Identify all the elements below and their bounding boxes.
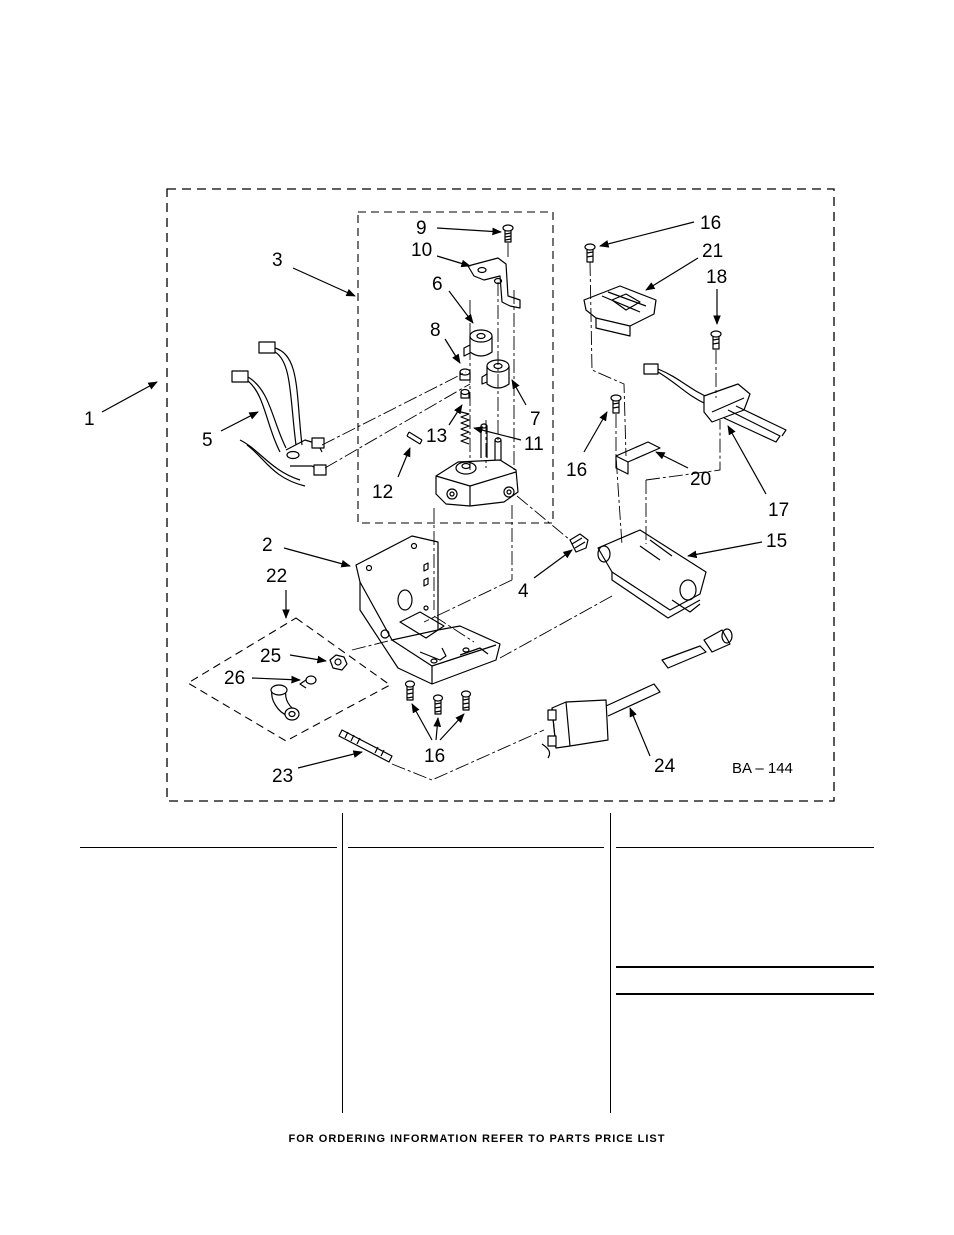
callout-6: 6 [432,274,443,295]
igniter-17-icon [643,363,787,443]
callout-25: 25 [260,646,281,667]
orifice-4-icon [569,533,589,553]
callout-26: 26 [224,668,245,689]
part-drawings [231,224,787,763]
callout-15: 15 [766,531,787,552]
callout-11: 11 [524,434,544,455]
footer-note: FOR ORDERING INFORMATION REFER TO PARTS … [288,1133,666,1145]
callout-21: 21 [702,241,723,262]
fitting-26-icon [299,675,317,689]
screen-12-icon [406,431,423,445]
callout-5: 5 [202,430,213,451]
screws-16-icon [404,680,472,715]
nut-25-icon [329,654,348,671]
column-divider-2 [610,813,611,1113]
bracket-20-icon [615,441,661,475]
burner-tube-15-icon [597,529,707,619]
elbow-fitting-icon [270,684,300,721]
coil-6-icon [463,329,493,357]
screw-9-icon [502,224,514,243]
column-1-header-rule [80,847,337,848]
callout-3: 3 [272,250,283,271]
valve-subassembly-frame [357,211,554,524]
screw-16-mid-icon [610,394,622,414]
screw-16-top-icon [584,243,596,263]
callout-16-top: 16 [700,213,721,234]
callout-24: 24 [654,756,676,777]
alignment-lines [321,243,721,781]
callout-12: 12 [372,482,393,503]
callout-4: 4 [518,581,529,602]
callout-10: 10 [411,240,432,261]
retainer-13-icon [460,388,470,399]
callout-22: 22 [266,566,287,587]
spring-11-icon [460,411,470,445]
callout-23: 23 [272,766,293,787]
mounting-bracket-2-icon [355,535,501,685]
leader-arrows [101,221,767,769]
column-2-header-rule [348,847,604,848]
callout-13: 13 [426,426,447,447]
callout-9: 9 [416,218,427,239]
callout-20: 20 [690,469,711,490]
callout-16-bottom: 16 [424,746,445,767]
assembly-outer-frame [166,188,835,802]
callout-8: 8 [430,320,441,341]
stud-23-icon [338,729,393,763]
valve-body-icon [435,459,519,507]
diagram-code: BA – 144 [732,760,793,777]
coil-bracket-10-icon [467,257,521,309]
callout-18: 18 [706,267,727,288]
screw-18-icon [710,330,722,350]
callout-16-mid: 16 [566,460,587,481]
callout-7: 7 [530,409,541,430]
wire-harness-5-icon [231,341,327,487]
column-3-rule-b [616,993,874,995]
callout-labels: 1 2 3 4 5 6 7 8 9 10 11 12 13 15 16 16 1… [84,213,793,787]
column-divider-1 [342,813,343,1113]
callout-2: 2 [262,535,273,556]
ignitor-bracket-21-icon [583,285,657,337]
callout-1: 1 [84,409,95,430]
igniter-24-icon [541,628,733,759]
column-3-rule-a [616,966,874,968]
coil-7-icon [481,359,510,389]
column-3-header-rule [616,847,874,848]
callout-17: 17 [768,500,789,521]
